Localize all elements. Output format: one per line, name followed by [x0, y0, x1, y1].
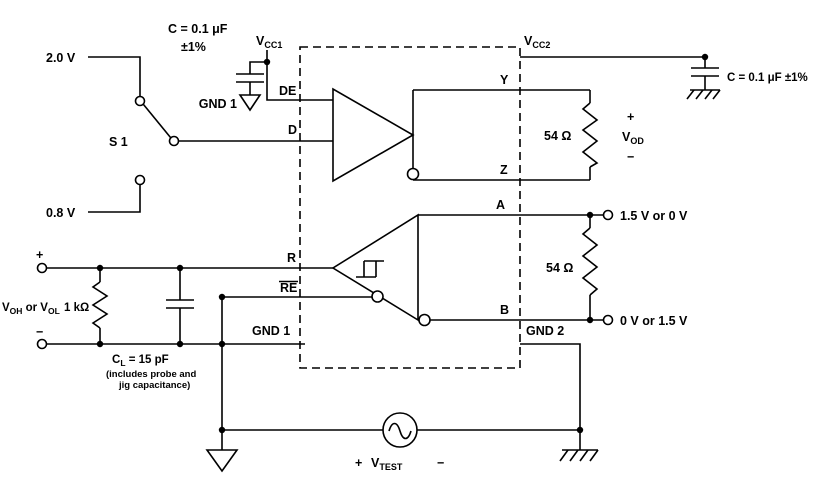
wire-gnd2 [520, 343, 581, 430]
cl-note-line1: (includes probe and [106, 369, 196, 380]
terminal-a [602, 209, 614, 221]
driver-buffer [332, 87, 420, 183]
voh-vol-label: VOH or VOL [2, 302, 60, 316]
vtest-minus-label: − [437, 456, 444, 470]
driver-triangle [332, 87, 415, 183]
terminal-voh-plus [36, 262, 48, 274]
gnd-triangle-icon [205, 449, 239, 473]
receiver-re-enable-bubble [371, 290, 384, 303]
receiver-b-inversion-bubble [418, 313, 431, 327]
driver-z-inversion-bubble [406, 167, 420, 181]
input-switch-wires [88, 56, 333, 213]
terminals [36, 209, 614, 350]
voltage-2v0-label: 2.0 V [46, 51, 76, 65]
wire-0v8 [88, 184, 141, 213]
terminal-b [602, 314, 614, 326]
wire-cap1-branch [249, 61, 267, 74]
vtest-plus-label: + [355, 456, 362, 470]
junction [586, 211, 594, 219]
cap2-value-label: C = 0.1 μF ±1% [727, 72, 808, 84]
junction [96, 264, 104, 272]
measurement-wires [46, 268, 305, 345]
gnd2-pin-label: GND 2 [526, 324, 564, 338]
gnd1-triangle-icon [238, 94, 262, 112]
switch-s1-label: S 1 [109, 135, 128, 149]
ground-return-vtest-wires [221, 297, 599, 462]
receiver-wires [46, 214, 604, 321]
vcc2-pin-label: VCC2 [524, 34, 550, 50]
receiver-buffer [331, 213, 431, 327]
vod-plus-label: + [627, 110, 634, 124]
vod-label: VOD [622, 130, 644, 146]
driver-output-wires [412, 89, 599, 181]
wire-2v0 [88, 56, 141, 97]
earth-ground-icon [686, 89, 721, 100]
meas-plus-label: + [36, 248, 43, 262]
vcc1-supply-wires [236, 50, 333, 101]
resistor-1k-value-label: 1 kΩ [64, 302, 89, 314]
junction [218, 293, 226, 301]
switch-contact-2v0 [134, 95, 146, 107]
gnd1-pin-label: GND 1 [252, 324, 290, 338]
z-pin-label: Z [500, 163, 508, 177]
re-pin-label: RE [280, 281, 297, 295]
junction [586, 316, 594, 324]
r-pin-label: R [287, 251, 296, 265]
switch-contact-0v8 [134, 174, 146, 186]
vcc1-pin-label: VCC1 [256, 34, 282, 50]
y-pin-label: Y [500, 73, 509, 87]
junction [701, 53, 709, 61]
switch-pole [168, 135, 180, 147]
a-voltage-label: 1.5 V or 0 V [620, 209, 688, 223]
junction [218, 426, 226, 434]
junction [263, 58, 271, 66]
resistor-yz-zigzag [581, 102, 599, 168]
resistor-ab-zigzag [581, 227, 599, 296]
junction [176, 340, 184, 348]
switch-arm [142, 103, 172, 139]
gnd1-cap-label: GND 1 [199, 97, 237, 111]
terminal-voh-minus [36, 338, 48, 350]
b-pin-label: B [500, 303, 509, 317]
a-pin-label: A [496, 198, 505, 212]
cl-note-line2: jig capacitance) [118, 380, 190, 391]
d-pin-label: D [288, 123, 297, 137]
text-labels: 2.0 V 0.8 V S 1 C = 0.1 μF ±1% GND 1 VCC… [2, 22, 808, 472]
junction [576, 426, 584, 434]
voltage-0v8-label: 0.8 V [46, 206, 76, 220]
resistor-ab-value-label: 54 Ω [546, 261, 573, 275]
junction [96, 340, 104, 348]
sine-icon [388, 422, 412, 440]
b-voltage-label: 0 V or 1.5 V [620, 314, 688, 328]
vcc2-supply-wires [520, 56, 721, 100]
meas-minus-label: − [36, 325, 43, 339]
resistor-1k-zigzag [91, 281, 109, 329]
cap1-tolerance-label: ±1% [181, 40, 206, 54]
earth-ground-icon [559, 449, 599, 462]
junction [218, 340, 226, 348]
resistor-yz-value-label: 54 Ω [544, 129, 571, 143]
junction-dots [96, 53, 709, 434]
de-pin-label: DE [279, 84, 296, 98]
vtest-label: VTEST [371, 456, 403, 472]
vod-minus-label: − [627, 150, 634, 164]
switch-s1 [134, 95, 180, 186]
vtest-source [382, 412, 418, 448]
cl-value-label: CL = 15 pF [112, 354, 169, 368]
wire-vcc1-to-de [266, 50, 333, 101]
junction [176, 264, 184, 272]
hysteresis-icon [356, 260, 384, 278]
ic-boundary-box [299, 46, 521, 369]
cap1-value-label: C = 0.1 μF [168, 22, 228, 36]
